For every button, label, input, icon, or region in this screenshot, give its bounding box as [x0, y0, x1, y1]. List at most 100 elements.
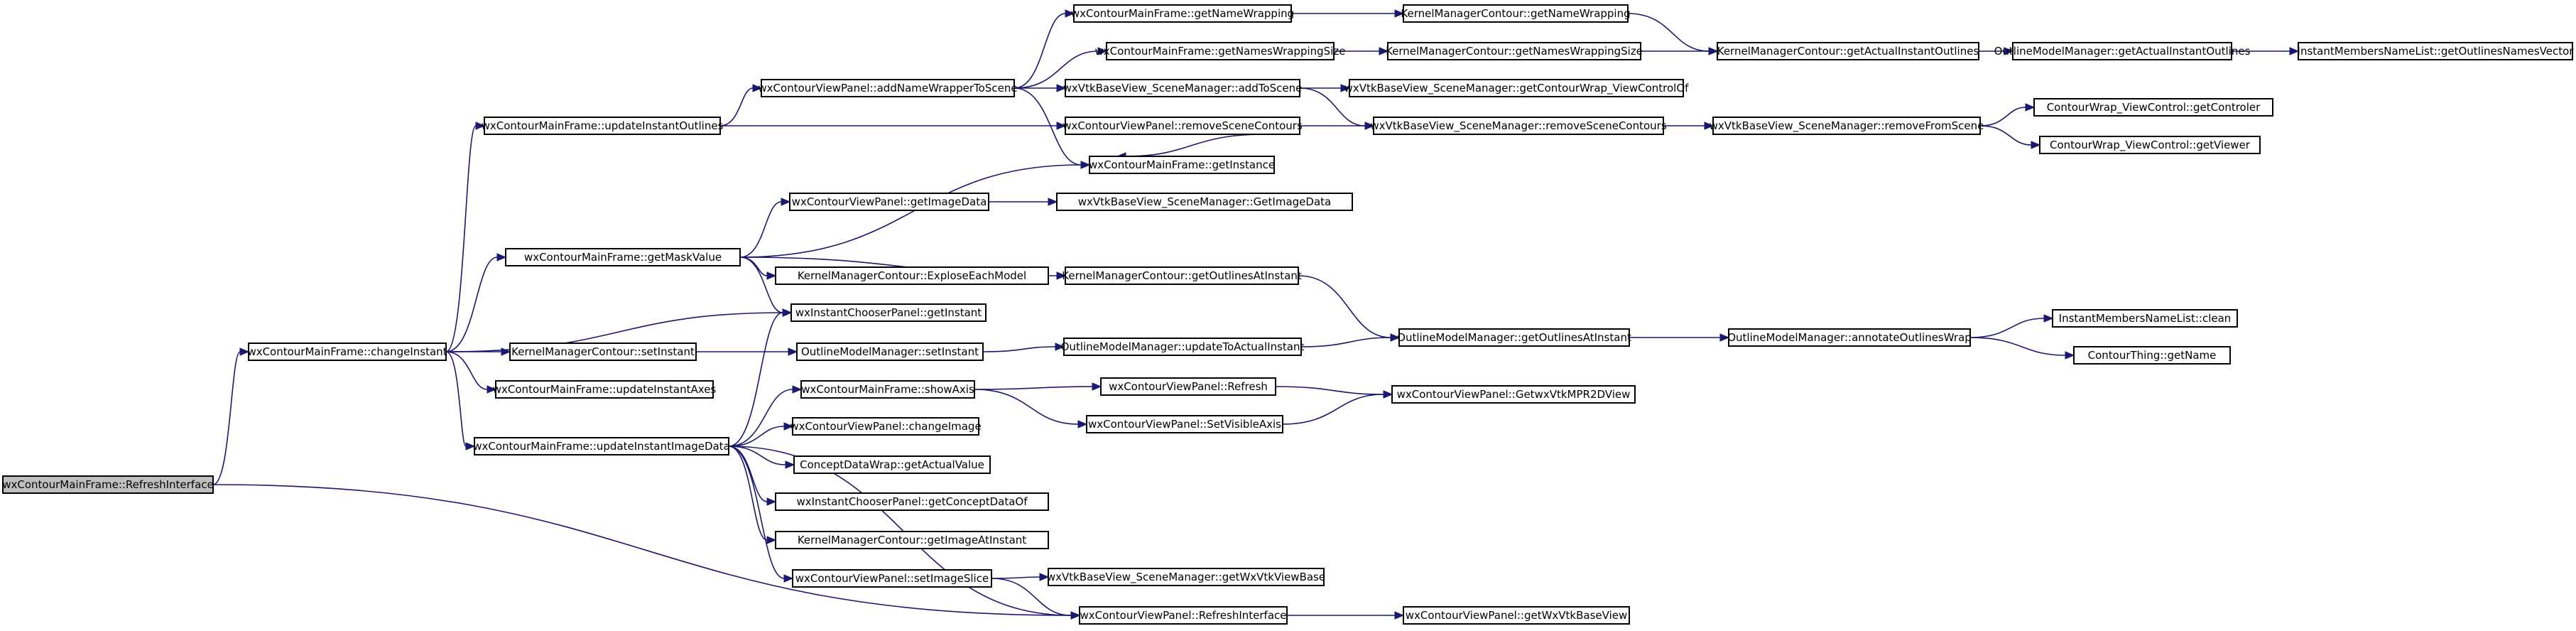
call-edge	[974, 389, 1088, 428]
function-node[interactable]: wxVtkBaseView_SceneManager::getContourWr…	[1344, 79, 1690, 97]
function-node[interactable]: wxContourViewPanel::getWxVtkBaseView	[1403, 606, 1630, 625]
function-node[interactable]: wxVtkBaseView_SceneManager::GetImageData	[1056, 193, 1353, 211]
function-node[interactable]: ContourThing::getName	[2073, 346, 2231, 365]
function-node[interactable]: KernelManagerContour::getImageAtInstant	[775, 531, 1049, 549]
call-edge-line	[739, 257, 783, 313]
function-node[interactable]: OutlineModelManager::setInstant	[796, 343, 984, 361]
call-edge	[739, 257, 777, 280]
function-node-label: KernelManagerContour::getNameWrapping	[1401, 7, 1630, 20]
function-node[interactable]: InstantMembersNameList::clean	[2052, 309, 2238, 328]
call-edge	[728, 446, 794, 583]
call-edge-line	[739, 201, 782, 258]
call-edge-arrowhead	[465, 442, 476, 451]
function-node-box	[1403, 4, 1629, 23]
function-node[interactable]: wxVtkBaseView_SceneManager::getWxVtkView…	[1047, 568, 1325, 586]
call-edge-line	[1979, 125, 2032, 146]
function-node[interactable]: wxContourMainFrame::showAxis	[800, 380, 975, 399]
call-edge	[728, 422, 794, 447]
function-node-label: KernelManagerContour::setInstant	[511, 345, 695, 358]
call-edge-arrowhead	[1394, 9, 1405, 18]
function-node-label: ContourThing::getName	[2088, 349, 2217, 362]
function-node[interactable]: wxContourViewPanel::changeImage	[790, 417, 982, 436]
root-function-node[interactable]: wxContourMainFrame::RefreshInterface	[2, 475, 214, 494]
function-node[interactable]: OutlineModelManager::getActualInstantOut…	[1994, 42, 2251, 60]
call-edge-arrowhead	[2289, 47, 2300, 55]
function-node[interactable]: wxVtkBaseView_SceneManager::removeFromSc…	[1710, 117, 1984, 135]
function-node-box	[796, 343, 984, 361]
function-node-label: wxContourViewPanel::getWxVtkBaseView	[1406, 609, 1628, 622]
call-edge-arrowhead	[785, 460, 795, 469]
call-edge	[739, 257, 793, 317]
function-node[interactable]: wxContourMainFrame::updateInstantImageDa…	[473, 437, 730, 455]
call-edge	[2232, 47, 2300, 55]
function-node[interactable]: ContourWrap_ViewControl::getViewer	[2039, 136, 2261, 154]
function-node-box	[495, 380, 714, 399]
function-node-box	[1048, 568, 1325, 586]
function-node[interactable]: wxContourViewPanel::setImageSlice	[792, 569, 992, 588]
function-node-label: wxContourViewPanel::removeSceneContours	[1063, 119, 1303, 132]
function-node[interactable]: wxContourMainFrame::getNamesWrappingSize	[1095, 42, 1346, 60]
function-node-label: wxContourMainFrame::getMaskValue	[524, 251, 722, 264]
function-node-label: wxContourViewPanel::GetwxVtkMPR2DView	[1397, 388, 1631, 401]
call-edge-arrowhead	[1364, 122, 1375, 130]
function-node[interactable]: wxInstantChooserPanel::getInstant	[790, 303, 987, 322]
call-edge	[1979, 125, 2041, 149]
call-edge-arrowhead	[783, 422, 794, 431]
function-node[interactable]: KernelManagerContour::setInstant	[509, 343, 697, 361]
call-edge	[991, 578, 1081, 620]
function-node[interactable]: wxContourMainFrame::getNameWrapping	[1071, 4, 1294, 23]
call-edge-arrowhead	[752, 84, 763, 92]
function-node[interactable]: wxContourMainFrame::getMaskValue	[505, 248, 741, 266]
function-node[interactable]: KernelManagerContour::getOutlinesAtInsta…	[1062, 266, 1302, 285]
function-node[interactable]: wxContourViewPanel::addNameWrapperToScen…	[758, 79, 1018, 97]
function-node[interactable]: OutlineModelManager::getOutlinesAtInstan…	[1397, 328, 1631, 347]
call-edge	[1979, 103, 2036, 126]
function-node-box	[1403, 606, 1630, 625]
function-node[interactable]: KernelManagerContour::getActualInstantOu…	[1717, 42, 1979, 60]
call-edge-arrowhead	[475, 122, 486, 130]
call-edge-arrowhead	[1048, 198, 1058, 206]
function-node[interactable]: wxInstantChooserPanel::getConceptDataOf	[775, 492, 1049, 511]
function-node[interactable]: OutlineModelManager::annotateOutlinesWra…	[1727, 328, 1972, 347]
call-edge-arrowhead	[781, 198, 791, 206]
function-node[interactable]: wxContourViewPanel::Refresh	[1100, 377, 1276, 396]
function-node-box	[2, 475, 214, 494]
function-node[interactable]: wxContourMainFrame::changeInstant	[247, 343, 447, 361]
function-node[interactable]: wxContourMainFrame::updateInstantAxes	[493, 380, 717, 399]
function-node[interactable]: ConceptDataWrap::getActualValue	[793, 455, 991, 474]
call-edge-line	[1013, 50, 1099, 89]
call-edge-line	[728, 446, 768, 541]
function-node[interactable]: wxVtkBaseView_SceneManager::removeSceneC…	[1370, 117, 1667, 135]
function-node-box	[1065, 117, 1300, 135]
function-node[interactable]: wxContourViewPanel::RefreshInterface	[1079, 606, 1288, 625]
function-node[interactable]: wxContourViewPanel::removeSceneContours	[1063, 117, 1303, 135]
function-node-box	[790, 303, 987, 322]
function-node-label: wxVtkBaseView_SceneManager::getContourWr…	[1344, 82, 1690, 95]
function-node[interactable]: wxContourViewPanel::SetVisibleAxis	[1086, 415, 1283, 433]
call-edge-arrowhead	[1092, 382, 1102, 391]
call-edge	[445, 253, 507, 352]
call-graph-edges	[212, 9, 2300, 620]
call-edge	[728, 385, 803, 447]
function-node[interactable]: KernelManagerContour::ExploseEachModel	[775, 266, 1049, 285]
function-node[interactable]: wxContourViewPanel::getImageData	[789, 193, 989, 211]
function-node[interactable]: wxContourViewPanel::GetwxVtkMPR2DView	[1391, 385, 1636, 404]
function-node[interactable]: wxContourMainFrame::getInstance	[1089, 156, 1275, 174]
function-node[interactable]: ContourWrap_ViewControl::getControler	[2033, 98, 2273, 117]
call-edge-line	[1013, 13, 1066, 89]
function-node[interactable]: KernelManagerContour::getNameWrapping	[1401, 4, 1631, 23]
function-node-box	[1373, 117, 1664, 135]
call-edge-arrowhead	[2065, 351, 2075, 360]
function-node[interactable]: OutlineModelManager::updateToActualInsta…	[1061, 338, 1305, 356]
function-node[interactable]: wxContourMainFrame::updateInstantOutline…	[482, 117, 724, 135]
function-node-box	[1717, 42, 1979, 60]
function-node[interactable]: wxVtkBaseView_SceneManager::addToScene	[1063, 79, 1303, 97]
function-node-box	[1073, 4, 1292, 23]
function-node-box	[474, 437, 729, 455]
call-edge-line	[445, 351, 488, 390]
function-node[interactable]: KernelManagerContour::getNamesWrappingSi…	[1386, 42, 1643, 60]
call-edge-arrowhead	[1704, 122, 1714, 130]
function-node[interactable]: InstantMembersNameList::getOutlinesNames…	[2298, 42, 2575, 60]
function-node-label: wxContourViewPanel::addNameWrapperToScen…	[758, 82, 1017, 95]
